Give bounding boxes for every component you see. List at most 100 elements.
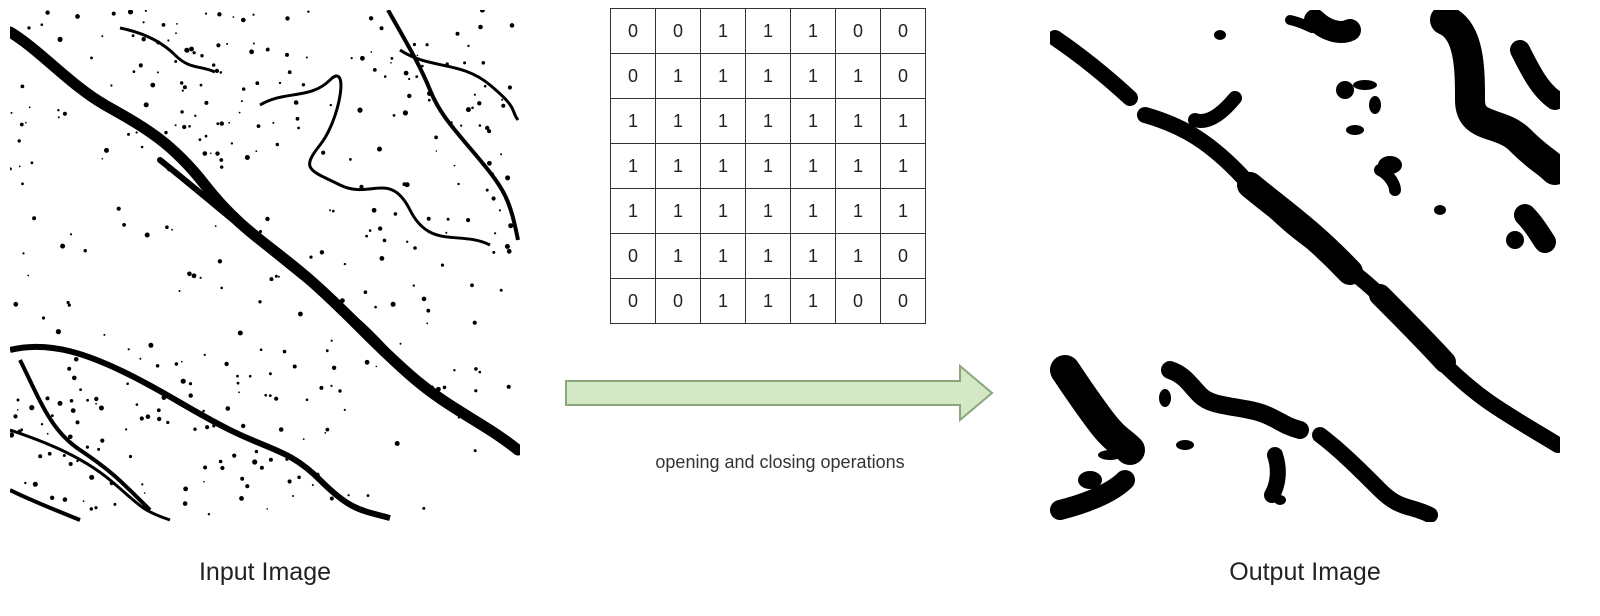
- crack-blob: [1188, 91, 1242, 128]
- kernel-cell: 1: [745, 233, 791, 279]
- speckle: [238, 391, 240, 394]
- speckle: [350, 57, 353, 60]
- kernel-cell: 1: [700, 188, 746, 234]
- kernel-cell: 0: [610, 233, 656, 279]
- speckle: [256, 124, 261, 128]
- speckle: [506, 384, 511, 389]
- speckle: [191, 273, 197, 279]
- speckle: [16, 409, 19, 411]
- speckle: [329, 103, 332, 107]
- speckle: [224, 361, 229, 367]
- crack-network: [119, 26, 216, 74]
- speckle: [17, 139, 21, 143]
- speckle: [104, 147, 109, 153]
- speckle: [255, 150, 258, 153]
- speckle: [446, 217, 450, 221]
- kernel-cell: 1: [880, 143, 926, 189]
- kernel-cell: 0: [880, 8, 926, 54]
- speckle: [178, 290, 181, 292]
- speckle: [217, 12, 222, 17]
- speckle: [198, 138, 202, 142]
- speckle: [498, 209, 501, 212]
- speckle: [50, 495, 55, 500]
- speckle: [25, 121, 27, 124]
- crack-blob: [1514, 204, 1556, 253]
- speckle: [473, 449, 477, 453]
- speckle: [268, 394, 272, 397]
- speckle: [181, 360, 183, 363]
- speckle: [50, 414, 54, 417]
- speckle: [500, 153, 503, 156]
- speckle: [89, 507, 94, 511]
- speckle: [94, 506, 98, 510]
- main-crack-thick: [1237, 172, 1363, 285]
- speckle: [349, 158, 352, 161]
- speckle: [457, 182, 460, 186]
- speckle: [245, 484, 250, 489]
- speckle: [301, 83, 306, 87]
- crack-blob: [1050, 470, 1135, 520]
- speckle: [268, 457, 273, 462]
- speckle: [390, 57, 394, 60]
- speckle: [259, 465, 264, 470]
- speckle: [478, 370, 482, 374]
- speckle: [359, 184, 364, 189]
- speckle: [62, 111, 67, 116]
- residual-blob: [1434, 205, 1446, 215]
- speckle: [38, 454, 43, 459]
- speckle: [426, 308, 431, 313]
- speckle: [494, 232, 497, 235]
- speckle: [214, 68, 219, 73]
- speckle: [472, 320, 477, 325]
- speckle: [40, 423, 44, 426]
- speckle: [57, 116, 60, 119]
- speckle: [277, 275, 280, 278]
- speckle: [426, 216, 431, 221]
- speckle: [67, 303, 71, 307]
- crack-network: [399, 48, 520, 121]
- speckle: [200, 54, 204, 58]
- speckle: [379, 256, 385, 261]
- speckle: [324, 432, 327, 434]
- speckle: [487, 129, 492, 134]
- speckle: [192, 51, 196, 55]
- speckle: [22, 252, 25, 255]
- speckle: [167, 39, 170, 42]
- kernel-cell: 0: [880, 233, 926, 279]
- kernel-cell: 1: [700, 8, 746, 54]
- speckle: [285, 52, 289, 57]
- speckle: [175, 32, 177, 35]
- speckle: [403, 70, 409, 76]
- speckle: [421, 296, 427, 302]
- speckle: [141, 483, 144, 486]
- speckle: [330, 384, 333, 387]
- speckle: [311, 484, 314, 486]
- speckle: [374, 305, 377, 309]
- speckle: [217, 259, 223, 264]
- speckle: [365, 234, 368, 238]
- speckle: [225, 406, 231, 411]
- speckle: [203, 353, 206, 356]
- kernel-cell: 1: [700, 53, 746, 99]
- speckle: [216, 122, 220, 126]
- speckle: [62, 454, 66, 457]
- speckle: [236, 374, 239, 378]
- speckle: [85, 445, 89, 449]
- speckle: [427, 98, 431, 102]
- speckle: [127, 132, 130, 136]
- speckle: [143, 102, 149, 108]
- speckle: [176, 23, 178, 25]
- speckle: [127, 10, 134, 15]
- speckle: [139, 357, 142, 360]
- speckle: [165, 225, 169, 229]
- speckle: [127, 348, 130, 351]
- speckle: [24, 481, 27, 485]
- kernel-cell: 1: [610, 143, 656, 189]
- speckle: [113, 502, 117, 506]
- speckle: [205, 425, 210, 430]
- speckle: [302, 438, 305, 440]
- residual-blob: [1274, 495, 1286, 505]
- speckle: [144, 232, 150, 238]
